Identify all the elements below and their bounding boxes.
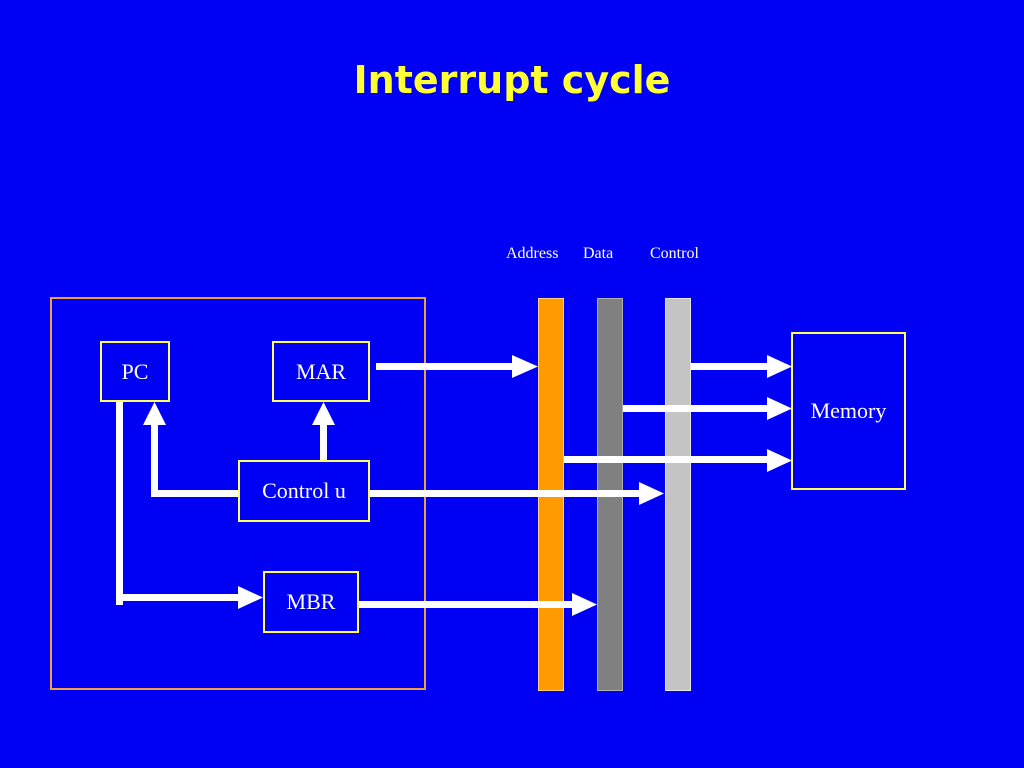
pc-register: PC (100, 341, 170, 402)
arrow-pc-to-mbr (116, 402, 263, 609)
memory-block: Memory (791, 332, 906, 490)
arrow-mar-to-address-bus (376, 355, 538, 378)
control-bus-label: Control (650, 245, 699, 262)
arrow-mbr-to-data-bus (359, 593, 597, 616)
control-bus (665, 298, 691, 691)
arrow-control-unit-to-control-bus (369, 482, 664, 505)
address-bus-label: Address (506, 245, 559, 262)
mbr-register: MBR (263, 571, 359, 633)
mar-register: MAR (272, 341, 370, 402)
data-bus-label: Data (583, 245, 614, 262)
arrow-control-unit-to-pc (143, 402, 239, 497)
arrow-address-bus-to-memory (564, 449, 792, 472)
arrow-control-bus-to-memory (691, 355, 792, 378)
control-unit: Control u (238, 460, 370, 522)
slide-title: Interrupt cycle (353, 58, 671, 102)
arrow-data-bus-to-memory (623, 397, 792, 420)
arrow-control-unit-to-mar (312, 402, 335, 461)
